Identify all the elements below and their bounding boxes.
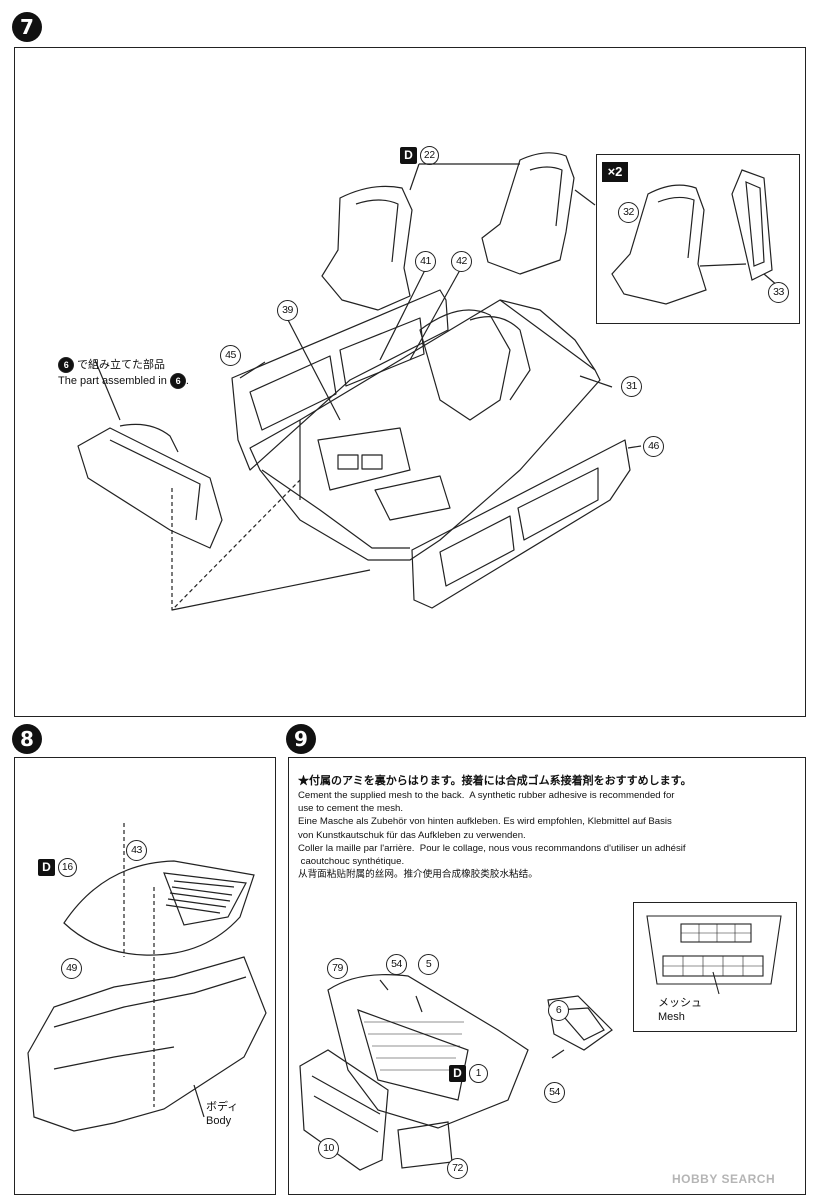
step-9-panel xyxy=(288,757,806,1195)
watermark-text: HOBBY SEARCH xyxy=(672,1172,776,1186)
part-32: 32 xyxy=(618,202,639,223)
sprue-letter: D xyxy=(449,1065,466,1082)
part-number-circle: 22 xyxy=(420,146,439,165)
step-8-badge: 8 xyxy=(12,724,42,754)
note-line: use to cement the mesh. xyxy=(298,803,404,815)
note-line: Cement the supplied mesh to the back. A … xyxy=(298,790,675,801)
body-en-text: Body xyxy=(206,1115,232,1127)
mesh-instructions: ★付属のアミを裏からはります。接着には合成ゴム系接着剤をおすすめします。 Cem… xyxy=(298,774,798,881)
part-33: 33 xyxy=(768,282,789,303)
part-54-top: 54 xyxy=(386,954,407,975)
part-10: 10 xyxy=(318,1138,339,1159)
front-bumper-drawing xyxy=(299,974,613,1171)
step9-part-tag: D 1 xyxy=(449,1064,488,1083)
assembled-jp-text: で組み立てた部品 xyxy=(77,359,166,371)
step-9-badge: 9 xyxy=(286,724,316,754)
part-39: 39 xyxy=(277,300,298,321)
part-49: 49 xyxy=(61,958,82,979)
part-45: 45 xyxy=(220,345,241,366)
step-8-panel xyxy=(14,757,276,1195)
ref-step-6b: 6 xyxy=(169,373,186,389)
sprue-letter: D xyxy=(38,859,55,876)
mesh-jp-text: メッシュ xyxy=(658,997,702,1009)
part-46: 46 xyxy=(643,436,664,457)
seat-detail-drawing xyxy=(611,169,779,305)
body-drawing xyxy=(27,823,267,1132)
note-line: Eine Masche als Zubehör von hinten aufkl… xyxy=(298,816,672,828)
part-5: 5 xyxy=(418,954,439,975)
note-line: Coller la maille par l'arrière. Pour le … xyxy=(298,842,686,854)
assembled-period: . xyxy=(185,375,189,387)
part-31: 31 xyxy=(621,376,642,397)
body-label: ボディ Body xyxy=(206,1100,238,1128)
part-72: 72 xyxy=(447,1158,468,1179)
mesh-detail-panel xyxy=(633,902,797,1032)
part-number-circle: 16 xyxy=(58,858,77,877)
sprue-letter: D xyxy=(400,147,417,164)
step8-part-tag: D 16 xyxy=(38,858,77,877)
quantity-badge: ×2 xyxy=(602,162,628,182)
part-number-circle: 1 xyxy=(469,1064,488,1083)
part-43: 43 xyxy=(126,840,147,861)
note-jp: ★付属のアミを裏からはります。接着には合成ゴム系接着剤をおすすめします。 xyxy=(298,775,692,787)
note-line: von Kunstkautschuk für das Aufkleben zu … xyxy=(298,829,526,841)
assembled-part-label: 6 で組み立てた部品 The part assembled in 6. xyxy=(58,357,189,389)
part-42: 42 xyxy=(451,251,472,272)
note-line: caoutchouc synthétique. xyxy=(298,856,405,868)
body-jp-text: ボディ xyxy=(206,1101,239,1113)
note-line: 从背面粘贴附属的丝网。推介使用合成橡胶类胶水粘结。 xyxy=(298,869,538,881)
mesh-detail-drawing xyxy=(646,915,782,995)
step7-part-tag: D 22 xyxy=(400,146,439,165)
part-54-bottom: 54 xyxy=(544,1082,565,1103)
mesh-label: メッシュ Mesh xyxy=(658,996,702,1024)
ref-step-6: 6 xyxy=(58,357,74,373)
part-41: 41 xyxy=(415,251,436,272)
mesh-en-text: Mesh xyxy=(658,1011,685,1023)
part-6: 6 xyxy=(548,1000,569,1021)
part-79: 79 xyxy=(327,958,348,979)
step-7-badge: 7 xyxy=(12,12,42,42)
assembled-en-text: The part assembled in xyxy=(58,375,167,387)
interior-tub-drawing xyxy=(77,152,642,611)
